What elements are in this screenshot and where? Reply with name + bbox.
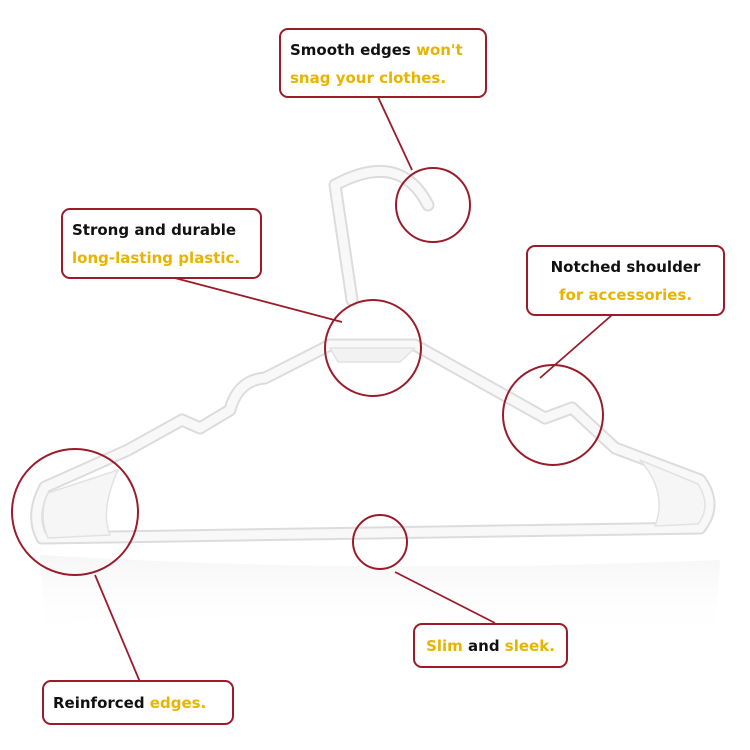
hanger-reflection [40, 555, 720, 640]
callout-notched-shoulder: Notched shoulder for accessories. [526, 245, 725, 316]
callout-smooth-edges: Smooth edges won't snag your clothes. [279, 28, 487, 98]
callout-smooth-edges-text-a: Smooth edges [290, 41, 417, 59]
callout-slim-sleek-text-a: Slim [426, 637, 463, 655]
highlight-circle-hook [395, 167, 471, 243]
clothes-hanger-icon [30, 164, 716, 545]
callout-strong-durable-text-b: long-lasting plastic. [72, 249, 241, 267]
callout-strong-durable: Strong and durable long-lasting plastic. [61, 208, 262, 279]
callout-notched-shoulder-text-a: Notched shoulder [550, 258, 701, 276]
leader-line-slim [394, 571, 496, 624]
leader-line-notched [539, 314, 613, 379]
highlight-circle-bottom-bar [352, 514, 408, 570]
callout-slim-sleek-text-c: sleek. [504, 637, 555, 655]
callout-smooth-edges-text-c: snag your clothes. [290, 69, 447, 87]
callout-reinforced-edges-text-b: edges. [149, 694, 207, 712]
callout-reinforced-edges-text-a: Reinforced [53, 694, 150, 712]
callout-reinforced-edges: Reinforced edges. [42, 680, 234, 725]
callout-smooth-edges-line2: snag your clothes. [290, 64, 485, 92]
highlight-circle-edge [11, 448, 139, 576]
callout-smooth-edges-text-b: won't [416, 41, 463, 59]
callout-slim-sleek: Slim and sleek. [413, 623, 568, 668]
highlight-circle-shoulder-center [324, 299, 422, 397]
highlight-circle-notch [502, 364, 604, 466]
callout-notched-shoulder-text-b: for accessories. [558, 286, 693, 304]
callout-slim-sleek-text-b: and [462, 637, 505, 655]
leader-line-durable [151, 271, 343, 323]
leader-line-smooth [377, 96, 413, 171]
leader-line-reinforced [94, 574, 141, 683]
callout-strong-durable-text-a: Strong and durable [72, 221, 237, 239]
callout-smooth-edges-line1: Smooth edges won't [290, 36, 485, 64]
